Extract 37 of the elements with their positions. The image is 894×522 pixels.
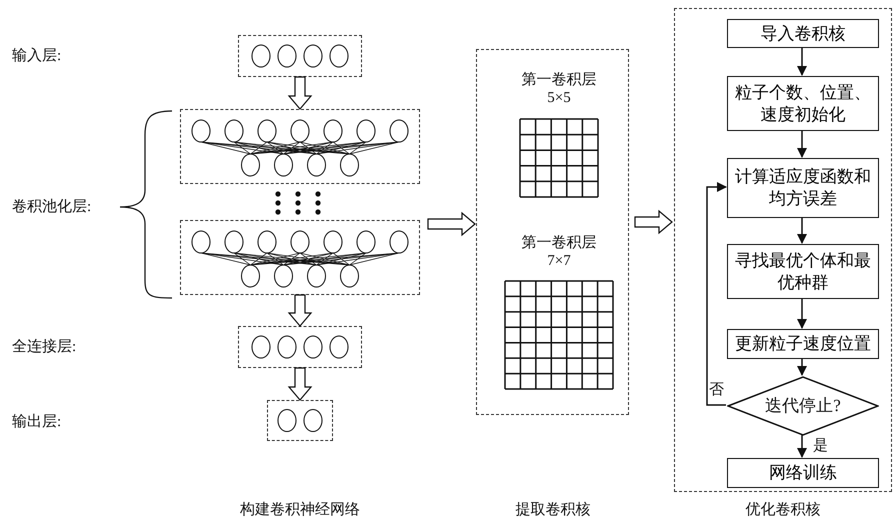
grid-title: 第一卷积层 5×5 xyxy=(520,71,598,107)
decision-diamond: 迭代停止? xyxy=(727,376,879,436)
layer-box xyxy=(238,326,362,368)
block-arrow xyxy=(288,294,312,327)
edge-label: 否 xyxy=(708,381,725,399)
process-box: 导入卷积核 xyxy=(727,19,879,48)
section-caption: 提取卷积核 xyxy=(514,501,592,519)
layer-box xyxy=(180,109,420,184)
layer-label: 输出层: xyxy=(12,413,62,431)
arrow xyxy=(797,358,807,376)
section-caption: 优化卷积核 xyxy=(744,501,822,519)
block-arrow xyxy=(427,212,476,236)
arrow xyxy=(706,182,727,406)
layer-label: 卷积池化层: xyxy=(12,198,92,216)
panel-frame xyxy=(674,8,892,492)
block-arrow xyxy=(634,210,673,234)
edge-label: 是 xyxy=(812,437,829,455)
arrow xyxy=(797,298,807,329)
process-box: 寻找最优个体和最优种群 xyxy=(727,244,879,299)
arrow xyxy=(797,435,807,458)
grid-title: 第一卷积层 7×7 xyxy=(520,234,598,270)
layer-box xyxy=(180,220,420,295)
block-arrow xyxy=(288,76,312,110)
arrow xyxy=(797,47,807,76)
block-arrow xyxy=(288,367,312,401)
panel-frame xyxy=(476,49,629,415)
section-caption: 构建卷积神经网络 xyxy=(239,501,361,519)
arrow xyxy=(797,217,807,244)
process-box: 更新粒子速度位置 xyxy=(727,329,879,359)
layer-label: 输入层: xyxy=(12,47,62,65)
layer-box xyxy=(238,35,362,77)
arrow xyxy=(797,130,807,158)
process-box: 计算适应度函数和均方误差 xyxy=(727,158,879,218)
process-box: 网络训练 xyxy=(727,458,879,488)
process-box: 粒子个数、位置、速度初始化 xyxy=(727,76,879,131)
layer-box xyxy=(267,400,333,441)
layer-label: 全连接层: xyxy=(12,338,76,356)
